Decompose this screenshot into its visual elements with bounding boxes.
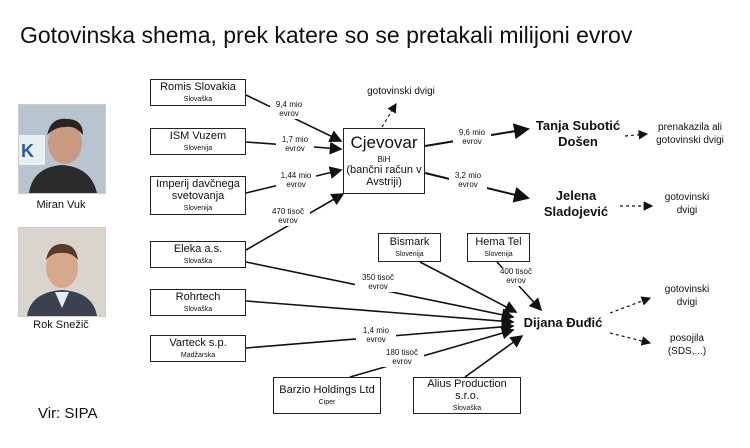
box-cjevovar: Cjevovar BiH (bančni račun v Avstriji) — [343, 128, 425, 194]
amount-eleka-dijana: 350 tisoč evrov — [355, 273, 401, 292]
target-jelena: Jelena Sladojević — [543, 188, 609, 220]
amount-varteck: 1,4 mio evrov — [356, 326, 396, 345]
box-romis-slovakia: Romis Slovakia Slovaška — [150, 79, 246, 106]
arrow-hub-dvigi — [381, 102, 397, 128]
amount-to-tanja: 9,6 mio evrov — [453, 128, 491, 147]
box-alius: Alius Production s.r.o. Slovaška — [413, 377, 521, 414]
source-label: Vir: SIPA — [38, 405, 98, 422]
note-dijana-dvigi: gotovinski dvigi — [664, 284, 710, 308]
miran-vuk-label: Miran Vuk — [36, 199, 86, 211]
rok-snezic-label: Rok Snežič — [33, 319, 89, 331]
miran-vuk-photo: K — [18, 104, 106, 194]
arrow-dijana-dvigi — [609, 296, 652, 314]
amount-ism: 1,7 mio evrov — [276, 135, 314, 154]
arrow-tanja-out — [624, 129, 649, 140]
box-imperij: Imperij davčnega svetovanja Slovenija — [150, 176, 246, 215]
arrow-dijana-posojila — [609, 332, 652, 346]
amount-barzio: 180 tisoč evrov — [380, 348, 424, 367]
target-tanja: Tanja Subotić Došen — [535, 118, 621, 150]
amount-hematel: 400 tisoč evrov — [494, 267, 538, 286]
page-title: Gotovinska shema, prek katere so se pret… — [20, 22, 633, 48]
target-dijana: Dijana Đuđić — [523, 315, 603, 330]
note-dijana-posojila: posojila (SDS,...) — [667, 333, 707, 357]
note-hub-dvigi: gotovinski dvigi — [367, 86, 435, 97]
rok-snezic-photo — [18, 227, 106, 317]
arrow-rohrtech-dijana — [245, 300, 515, 328]
box-varteck: Varteck s.p. Madžarska — [150, 335, 246, 362]
box-hema-tel: Hema Tel Slovenija — [467, 233, 530, 262]
note-jelena-out: gotovinski dvigi — [664, 192, 710, 216]
arrow-barzio-dijana — [349, 326, 515, 378]
note-tanja-out: prenakazila ali gotovinski dvigi — [656, 122, 724, 146]
amount-eleka-hub: 470 tisoč evrov — [266, 207, 310, 226]
arrow-bismark-dijana — [419, 261, 518, 313]
box-ism-vuzem: ISM Vuzem Slovenija — [150, 128, 246, 155]
box-rohrtech: Rohrtech Slovaška — [150, 289, 246, 316]
amount-to-jelena: 3,2 mio evrov — [449, 171, 487, 190]
amount-romis: 9,4 mio evrov — [270, 100, 308, 119]
box-barzio: Barzio Holdings Ltd Ciper — [273, 377, 381, 414]
svg-text:K: K — [21, 141, 34, 161]
box-bismark: Bismark Slovenija — [378, 233, 441, 262]
amount-imperij: 1,44 mio evrov — [276, 171, 316, 190]
arrow-alius-dijana — [464, 335, 524, 378]
box-eleka: Eleka a.s. Slovaška — [150, 241, 246, 268]
